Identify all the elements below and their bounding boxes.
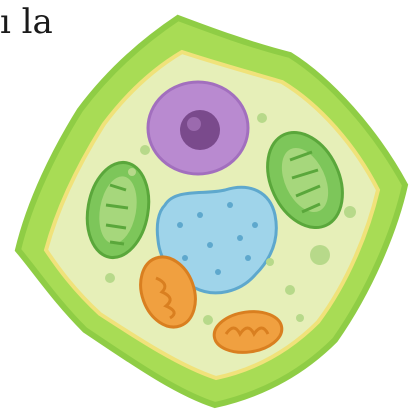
nucleolus	[180, 110, 220, 150]
